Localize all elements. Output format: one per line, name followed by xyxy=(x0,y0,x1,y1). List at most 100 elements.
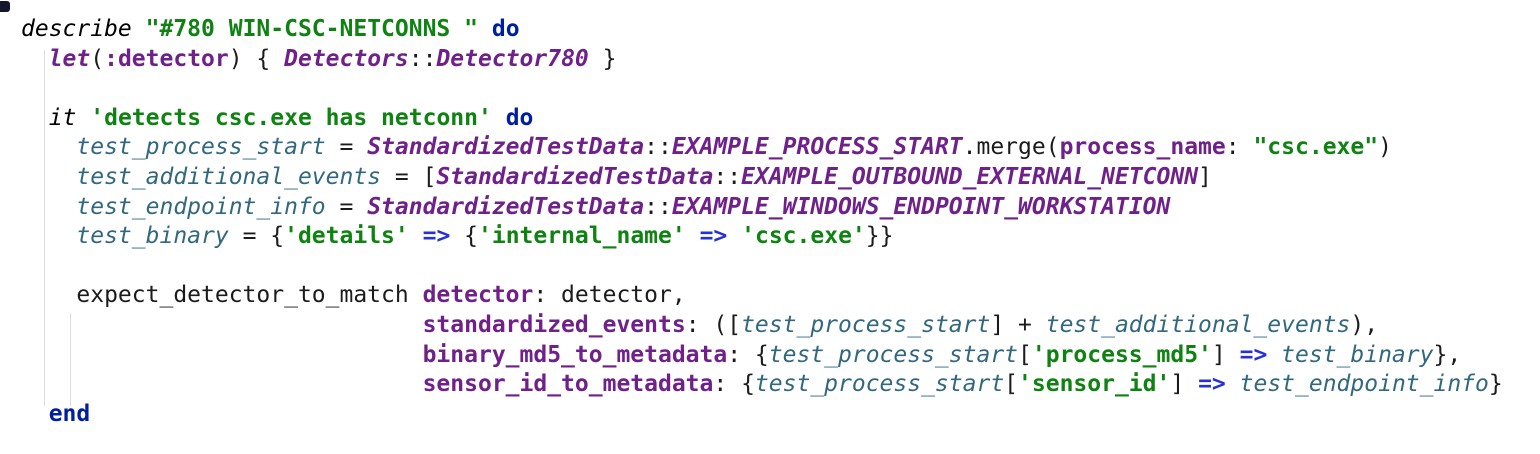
window-corner-artifact xyxy=(0,1,10,12)
code-token-co: EXAMPLE_PROCESS_START xyxy=(671,134,963,161)
code-token-pl: .merge( xyxy=(962,134,1060,161)
code-token-pl xyxy=(1226,371,1240,397)
code-token-pl: :: xyxy=(713,163,742,190)
code-token-pl xyxy=(21,223,76,249)
code-token-kw: end xyxy=(48,400,91,427)
code-token-pl: ] + xyxy=(990,311,1046,338)
code-line xyxy=(21,252,1540,282)
code-token-va: test_process_start xyxy=(768,341,1019,368)
code-token-pl: }} xyxy=(865,223,894,250)
code-token-sy: binary_md5_to_metadata xyxy=(422,341,728,368)
code-token-str: 'detects csc.exe has netconn' xyxy=(90,104,492,131)
code-line: test_additional_events = [StandardizedTe… xyxy=(21,163,1540,193)
code-token-str: "#780 WIN-CSC-NETCONNS " xyxy=(145,16,478,42)
code-token-va: test_process_start xyxy=(754,371,1005,398)
code-token-pl: :: xyxy=(644,134,672,161)
code-token-pl: = { xyxy=(228,223,285,250)
code-line: expect_detector_to_match detector: detec… xyxy=(21,281,1540,311)
code-token-co: EXAMPLE_OUTBOUND_EXTERNAL_NETCONN xyxy=(741,163,1199,190)
code-token-pl: [ xyxy=(1004,371,1019,398)
code-token-sy: process_name xyxy=(1059,134,1226,161)
code-token-pl: :: xyxy=(408,45,437,72)
code-token-co: StandardizedTestData xyxy=(367,193,645,220)
code-line: test_endpoint_info = StandardizedTestDat… xyxy=(21,193,1540,223)
indent-guide-level-2 xyxy=(70,313,71,406)
code-token-pl xyxy=(21,194,76,220)
code-token-pl: : xyxy=(1225,134,1254,161)
code-token-pl xyxy=(21,371,423,397)
code-token-pl xyxy=(1267,342,1281,368)
code-token-pl: ] xyxy=(1198,163,1212,190)
code-line: binary_md5_to_metadata: {test_process_st… xyxy=(21,341,1540,371)
code-token-pl: = xyxy=(325,134,368,161)
code-token-va: test_binary xyxy=(1281,341,1434,368)
code-token-va: test_endpoint_info xyxy=(1239,371,1489,398)
code-token-pl: :: xyxy=(644,193,672,220)
code-line: test_process_start = StandardizedTestDat… xyxy=(21,133,1540,163)
code-token-pl: ] xyxy=(1170,371,1199,398)
code-token-pl: expect_detector_to_match xyxy=(21,282,423,309)
code-token-pl xyxy=(727,223,741,249)
code-token-sy: detector xyxy=(422,282,534,309)
code-token-str: 'csc.exe' xyxy=(741,223,866,250)
code-token-co: StandardizedTestData xyxy=(436,163,714,190)
code-token-pl: } xyxy=(588,45,617,72)
code-token-pl: }, xyxy=(1433,341,1462,368)
code-token-pl: = xyxy=(325,193,368,220)
code-token-str: 'sensor_id' xyxy=(1018,371,1171,398)
code-token-ro: => xyxy=(1198,371,1226,398)
code-line: it 'detects csc.exe has netconn' do xyxy=(21,104,1540,134)
code-token-ro: => xyxy=(1239,341,1268,368)
code-token-sy: :detector xyxy=(104,45,229,72)
code-token-va: test_process_start xyxy=(76,134,326,161)
code-token-kw: do xyxy=(505,104,534,131)
code-token-pl xyxy=(21,312,423,338)
code-token-pl xyxy=(409,223,423,249)
code-token-pl xyxy=(21,164,76,190)
code-token-co: Detector780 xyxy=(436,45,589,72)
code-token-pl: : { xyxy=(713,371,755,398)
code-token-def: it xyxy=(48,104,77,131)
code-token-pl: : ([ xyxy=(685,311,742,338)
code-token-va: test_additional_events xyxy=(76,163,382,190)
code-token-pl: } xyxy=(1488,371,1503,398)
code-token-ro: => xyxy=(422,223,451,250)
code-token-pl xyxy=(21,342,423,368)
code-token-kw: do xyxy=(491,16,520,42)
code-token-pl: ), xyxy=(1350,311,1379,338)
code-token-va: test_binary xyxy=(76,223,229,250)
code-token-def: describe xyxy=(21,16,132,42)
code-token-co: StandardizedTestData xyxy=(367,134,645,161)
code-line: sensor_id_to_metadata: {test_process_sta… xyxy=(21,370,1540,400)
code-token-co: EXAMPLE_WINDOWS_ENDPOINT_WORKSTATION xyxy=(671,193,1171,220)
code-token-str: 'details' xyxy=(284,223,409,250)
code-token-pl xyxy=(21,134,76,160)
code-token-pl xyxy=(478,16,492,42)
code-token-ro: => xyxy=(699,223,728,250)
indent-guide-level-1 xyxy=(44,50,45,406)
code-token-va: test_process_start xyxy=(741,311,991,338)
code-token-pl xyxy=(76,105,90,131)
code-line: end xyxy=(21,400,1540,430)
code-token-pl xyxy=(686,223,700,249)
code-lines: describe "#780 WIN-CSC-NETCONNS " do let… xyxy=(21,15,1540,429)
code-token-pl: = [ xyxy=(381,163,437,190)
code-token-str: 'internal_name' xyxy=(478,223,686,250)
code-token-va: test_additional_events xyxy=(1045,311,1351,338)
code-token-pl: ) { xyxy=(228,45,285,72)
code-token-me: let xyxy=(48,45,91,72)
code-token-pl: : { xyxy=(727,341,769,368)
code-line: test_binary = {'details' => {'internal_n… xyxy=(21,222,1540,252)
code-token-sy: standardized_events xyxy=(422,311,686,338)
code-token-pl: ( xyxy=(90,45,105,72)
code-token-pl: ) xyxy=(1378,134,1392,161)
code-line: standardized_events: ([test_process_star… xyxy=(21,311,1540,341)
code-token-pl: { xyxy=(450,223,478,250)
code-token-pl: ] xyxy=(1211,341,1240,368)
code-token-pl xyxy=(492,105,506,131)
code-line: describe "#780 WIN-CSC-NETCONNS " do xyxy=(21,15,1540,45)
code-token-str: 'process_md5' xyxy=(1031,341,1212,368)
code-token-pl xyxy=(132,16,146,42)
code-token-co: Detectors xyxy=(284,45,409,72)
